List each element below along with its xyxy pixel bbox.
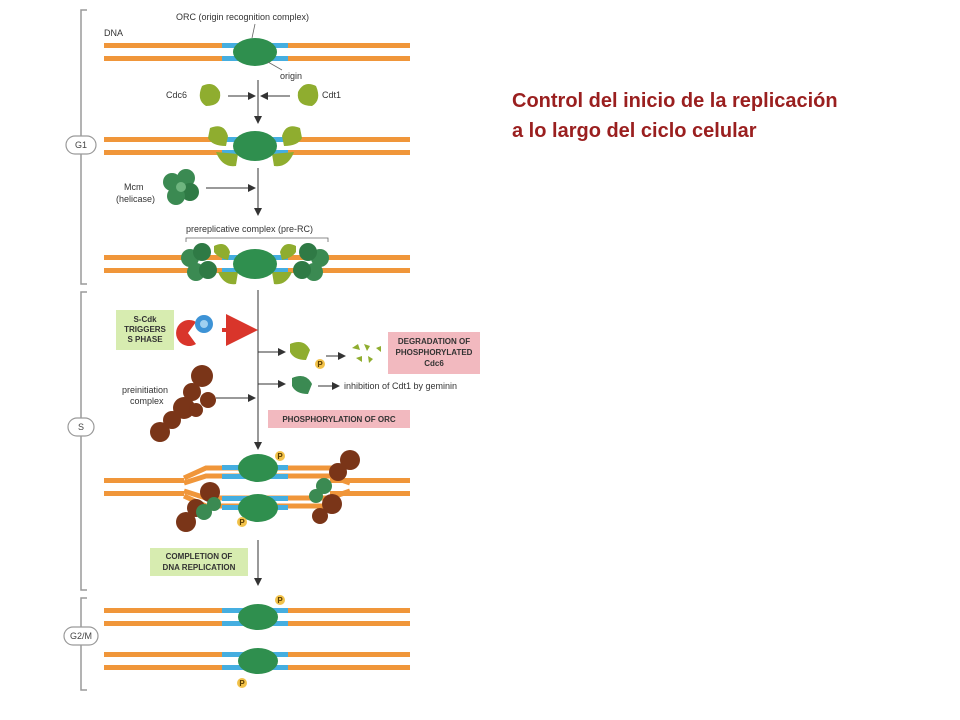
cdc6-bound	[208, 126, 228, 146]
branch-arrows	[258, 348, 346, 390]
svg-text:G1: G1	[75, 140, 87, 150]
svg-text:G2/M: G2/M	[70, 631, 92, 641]
prerc-right	[272, 243, 329, 285]
phosphate-orc-lower	[237, 517, 247, 527]
cdc6-protein	[199, 84, 221, 106]
mcm-label-line1: Mcm	[124, 182, 144, 192]
cdt1-bound	[282, 126, 302, 146]
phosphate-cdc6	[315, 359, 325, 369]
svg-text:S PHASE: S PHASE	[127, 335, 163, 344]
preinit-label-line1: preinitiation	[122, 385, 168, 395]
scdk-complex	[176, 315, 213, 346]
phase-g2m: G2/M	[63, 626, 99, 646]
orc-lower	[238, 494, 278, 522]
cdc6-bound-lower	[216, 152, 238, 167]
svg-text:PHOSPHORYLATION OF ORC: PHOSPHORYLATION OF ORC	[282, 415, 396, 424]
orc-label: ORC (origin recognition complex)	[176, 12, 309, 22]
slide-title-line1: Control del inicio de la replicación	[512, 90, 838, 112]
join-arrows-2	[206, 168, 262, 216]
svg-text:P: P	[277, 596, 283, 605]
fork-left-complex	[176, 482, 221, 532]
inhibition-label: inhibition of Cdt1 by geminin	[344, 381, 457, 391]
dna-label: DNA	[104, 28, 123, 38]
cdt1-bound-lower	[272, 152, 294, 167]
svg-text:P: P	[317, 360, 323, 369]
orc-complex-2	[233, 131, 277, 161]
svg-text:S: S	[78, 422, 84, 432]
cdc6-label: Cdc6	[166, 90, 187, 100]
svg-text:COMPLETION OF: COMPLETION OF	[166, 552, 233, 561]
slide-title-line2: a lo largo del ciclo celular	[512, 120, 757, 142]
phos-orc-box: PHOSPHORYLATION OF ORC	[268, 410, 410, 428]
fork-right-complex	[309, 450, 360, 524]
svg-text:P: P	[239, 679, 245, 688]
svg-text:DEGRADATION OF: DEGRADATION OF	[398, 337, 470, 346]
phase-brackets	[80, 9, 87, 691]
phosphate-daughter-1	[275, 595, 285, 605]
cdc6-fragments	[352, 344, 381, 363]
orc-leader	[251, 23, 256, 39]
svg-text:P: P	[239, 518, 245, 527]
preinitiation-complex	[150, 365, 216, 442]
mcm-label-line2: (helicase)	[116, 194, 155, 204]
prerc-left	[181, 243, 238, 285]
orc-complex	[233, 38, 277, 66]
cdt1-inhibited	[292, 376, 312, 394]
scdk-box: S-Cdk TRIGGERS S PHASE	[116, 310, 174, 350]
origin-leader	[267, 61, 283, 71]
orc-upper	[238, 454, 278, 482]
cdt1-label: Cdt1	[322, 90, 341, 100]
cdt1-protein	[297, 84, 319, 106]
svg-text:Cdc6: Cdc6	[424, 359, 444, 368]
cdc6-phosphorylated	[290, 342, 310, 360]
svg-text:P: P	[277, 452, 283, 461]
mcm-helicase	[163, 169, 199, 205]
svg-text:TRIGGERS: TRIGGERS	[124, 325, 166, 334]
degradation-box: DEGRADATION OF PHOSPHORYLATED Cdc6	[388, 332, 480, 374]
prerc-bracket	[185, 237, 329, 242]
svg-text:PHOSPHORYLATED: PHOSPHORYLATED	[396, 348, 473, 357]
phase-g1: G1	[65, 135, 97, 155]
phosphate-daughter-2	[237, 678, 247, 688]
orc-daughter-1	[238, 604, 278, 630]
preinit-label-line2: complex	[130, 396, 164, 406]
join-arrows-1	[228, 80, 290, 124]
phase-s: S	[67, 417, 95, 437]
orc-complex-3	[233, 249, 277, 279]
slide-title: Control del inicio de la replicación a l…	[512, 86, 952, 146]
origin-label: origin	[280, 71, 302, 81]
completion-box: COMPLETION OF DNA REPLICATION	[150, 548, 248, 576]
svg-text:S-Cdk: S-Cdk	[133, 315, 157, 324]
phosphate-orc-upper	[275, 451, 285, 461]
svg-text:DNA REPLICATION: DNA REPLICATION	[163, 563, 236, 572]
prerc-label: prereplicative complex (pre-RC)	[186, 224, 313, 234]
orc-daughter-2	[238, 648, 278, 674]
